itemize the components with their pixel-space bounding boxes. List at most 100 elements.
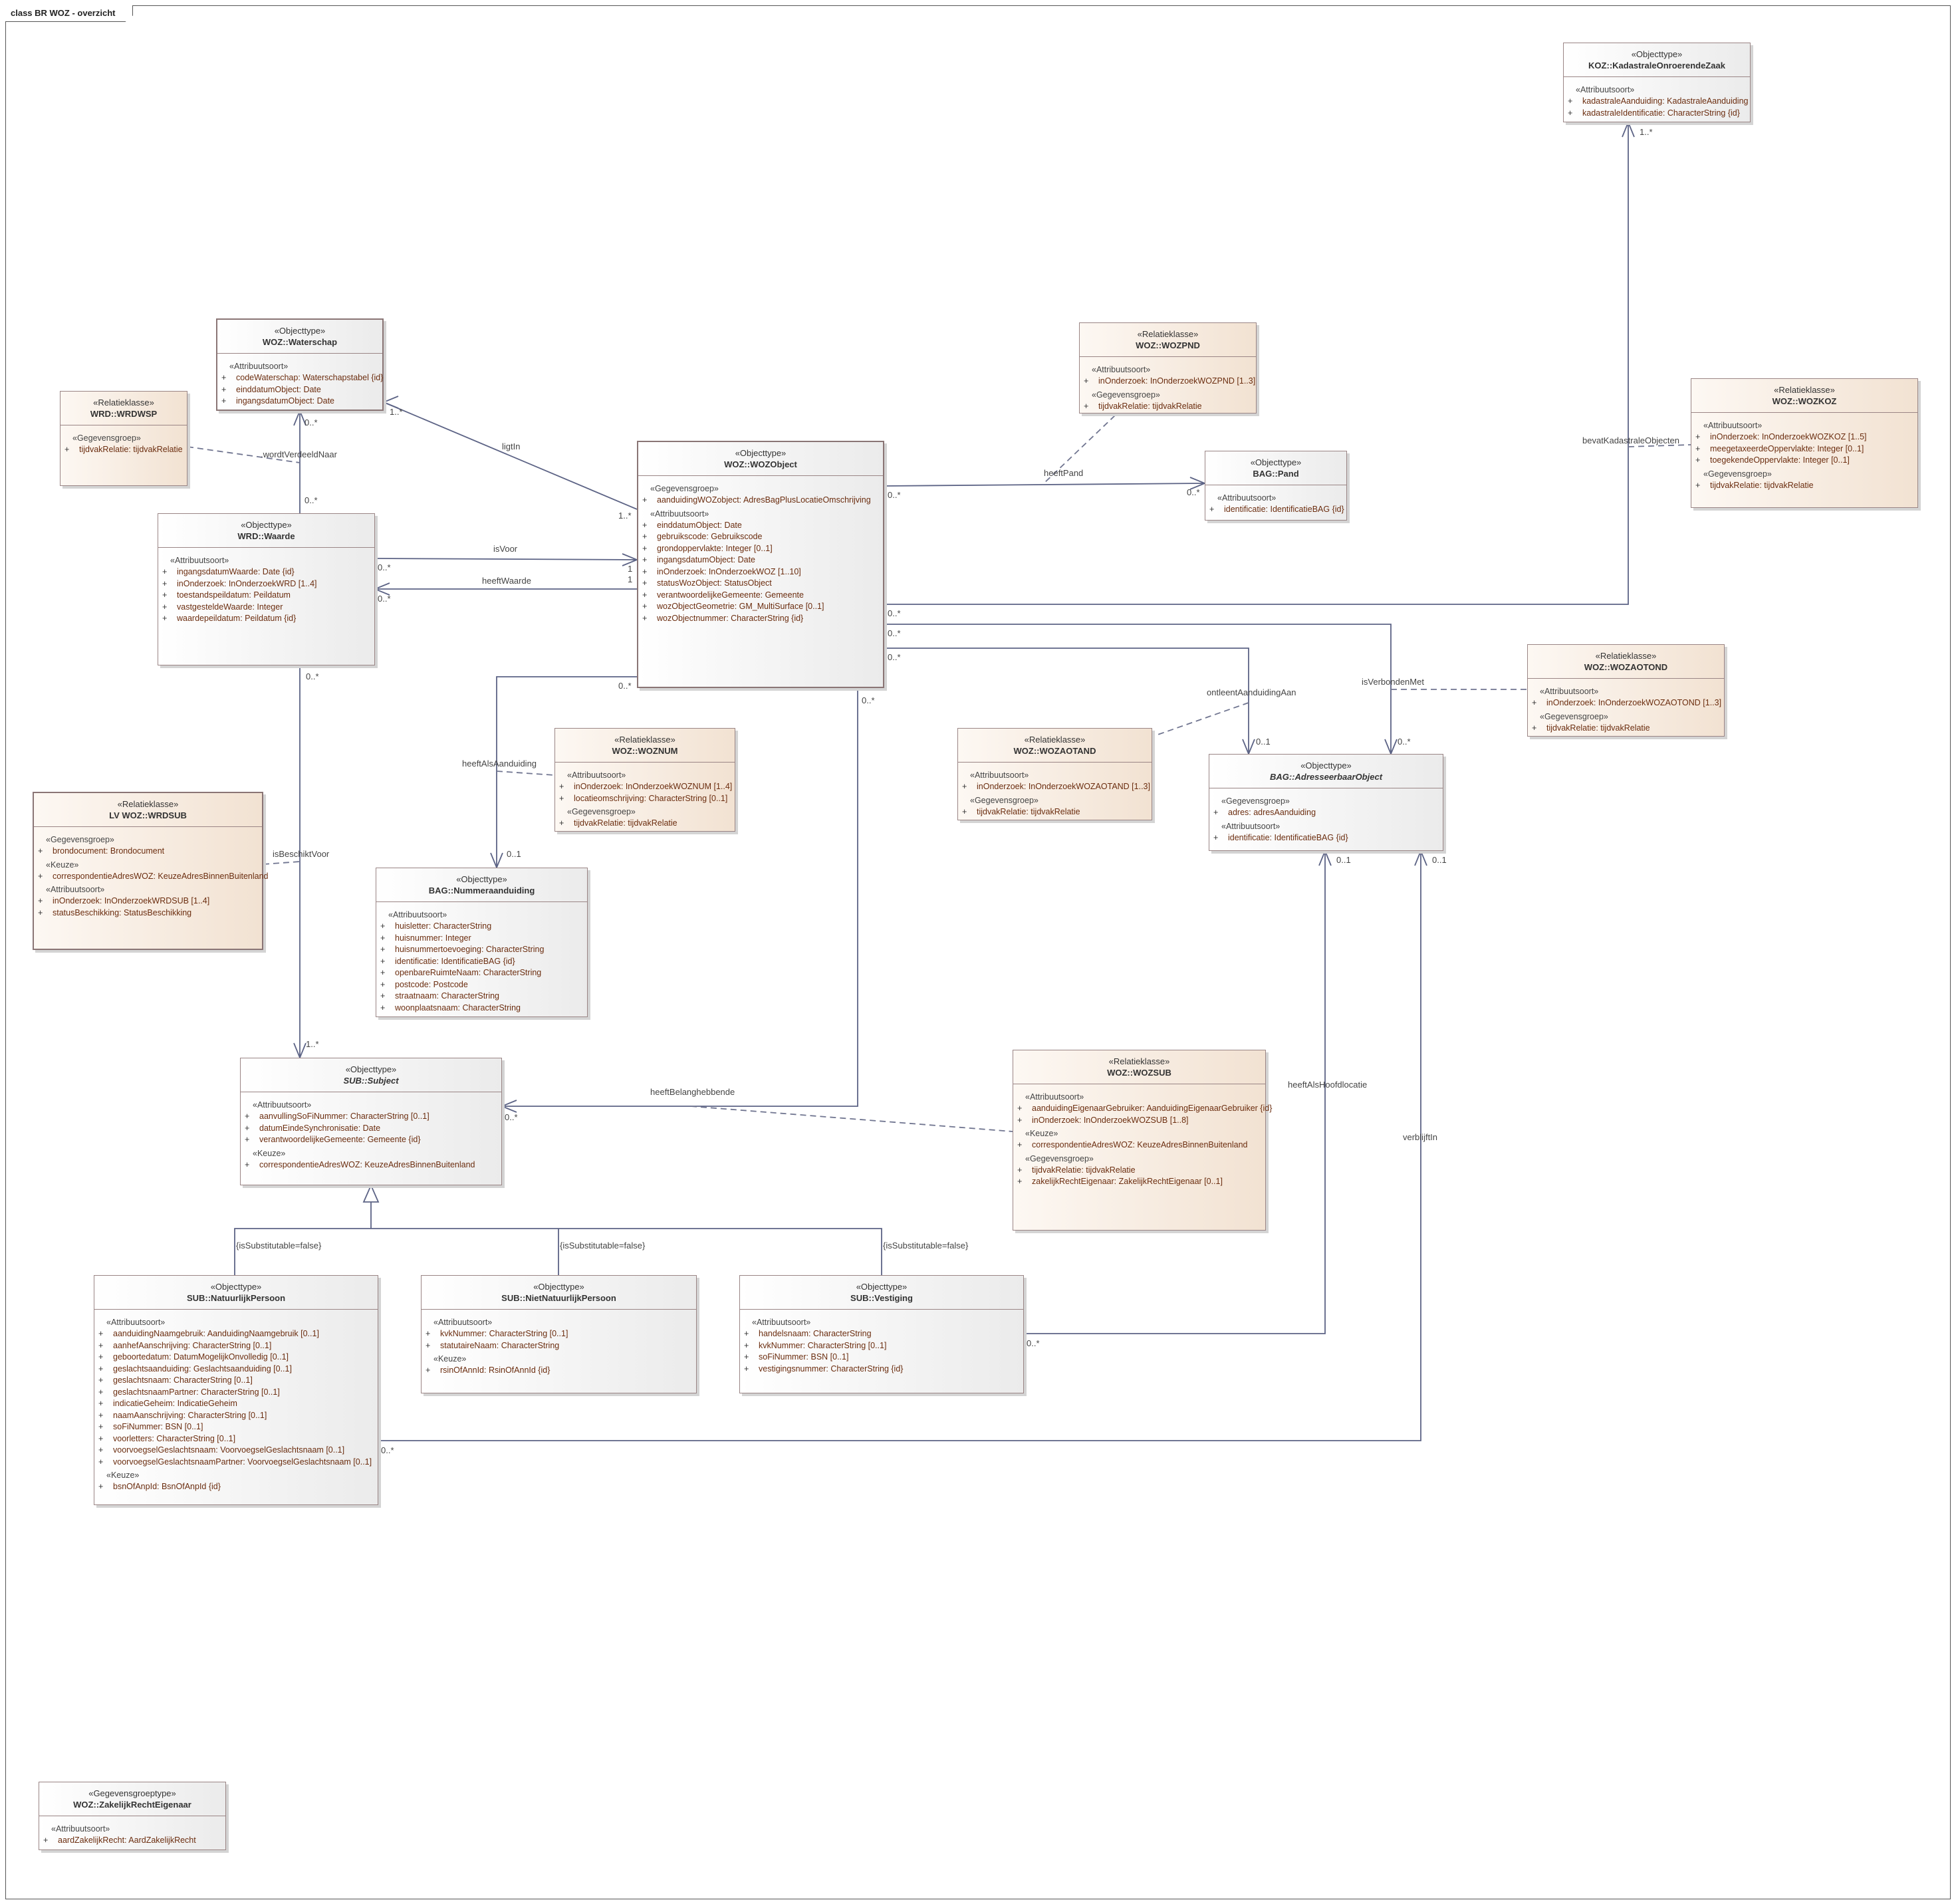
- public-visibility-icon: +: [221, 396, 227, 406]
- association-label: ontleentAanduidingAan: [1207, 687, 1296, 697]
- attribute-text: inOnderzoek: InOnderzoekWOZKOZ [1..5]: [1710, 432, 1867, 441]
- association-class-link[interactable]: [1152, 702, 1249, 737]
- class-stereotype: «Objecttype»: [274, 326, 326, 336]
- association-heeftBelanghebbende[interactable]: [502, 688, 858, 1107]
- class-box-zakelijkrecht[interactable]: «Gegevensgroeptype»WOZ::ZakelijkRechtEig…: [39, 1782, 226, 1850]
- section-stereotype: «Attribuutsoort»: [1576, 85, 1635, 94]
- class-box-woznum[interactable]: «Relatieklasse»WOZ::WOZNUM«Attribuutsoor…: [554, 728, 735, 832]
- attribute-row: +meegetaxeerdeOppervlakte: Integer [0..1…: [1695, 443, 1915, 455]
- attribute-text: vastgesteldeWaarde: Integer: [177, 602, 283, 612]
- attribute-row: +inOnderzoek: InOnderzoekWRD [1..4]: [162, 578, 372, 590]
- section-stereotype: «Gegevensgroep»: [46, 835, 114, 844]
- attribute-row: +tijdvakRelatie: tijdvakRelatie: [1084, 401, 1253, 413]
- multiplicity-label: 0..*: [618, 681, 632, 691]
- attribute-row: +statusBeschikking: StatusBeschikking: [38, 907, 259, 919]
- class-box-waarde[interactable]: «Objecttype»WRD::Waarde«Attribuutsoort»+…: [158, 513, 375, 665]
- attribute-text: kvkNummer: CharacterString [0..1]: [759, 1340, 887, 1350]
- attribute-text: aanvullingSoFiNummer: CharacterString [0…: [259, 1112, 429, 1121]
- association-ligtIn[interactable]: [383, 402, 638, 510]
- public-visibility-icon: +: [642, 495, 648, 505]
- association-isVoor[interactable]: [374, 558, 638, 560]
- class-attributes: «Attribuutsoort»+inOnderzoek: InOnderzoe…: [1691, 413, 1917, 494]
- association-class-link[interactable]: [263, 861, 301, 865]
- attribute-row: +handelsnaam: CharacterString: [744, 1328, 1021, 1340]
- attribute-row: +inOnderzoek: InOnderzoekWOZKOZ [1..5]: [1695, 431, 1915, 443]
- multiplicity-label: 0..*: [378, 562, 391, 572]
- class-attributes: «Attribuutsoort»+kadastraleAanduiding: K…: [1564, 77, 1750, 122]
- class-stereotype: «Objecttype»: [533, 1282, 584, 1292]
- association-label: isVoor: [493, 544, 518, 554]
- class-header: «Objecttype»BAG::AdresseerbaarObject: [1209, 755, 1443, 788]
- association-heeftAlsHoofdlocatie[interactable]: [1024, 851, 1326, 1334]
- attribute-row: +openbareRuimteNaam: CharacterString: [380, 967, 584, 979]
- public-visibility-icon: +: [1532, 723, 1537, 733]
- association-heeftAlsAanduiding[interactable]: [496, 676, 637, 868]
- association-verblijftIn[interactable]: [378, 851, 1421, 1441]
- class-box-nummeraanduiding[interactable]: «Objecttype»BAG::Nummeraanduiding«Attrib…: [376, 868, 588, 1017]
- attribute-text: toestandspeildatum: Peildatum: [177, 590, 291, 600]
- public-visibility-icon: +: [559, 818, 564, 828]
- public-visibility-icon: +: [559, 782, 564, 791]
- attribute-text: verantwoordelijkeGemeente: Gemeente: [657, 590, 804, 600]
- association-class-link[interactable]: [690, 1106, 1013, 1132]
- attribute-row: +tijdvakRelatie: tijdvakRelatie: [559, 818, 732, 830]
- public-visibility-icon: +: [1695, 455, 1701, 465]
- class-box-wozobject[interactable]: «Objecttype»WOZ::WOZObject«Gegevensgroep…: [637, 441, 884, 688]
- attribute-row: +vestigingsnummer: CharacterString {id}: [744, 1364, 1021, 1375]
- class-box-wozaotond[interactable]: «Relatieklasse»WOZ::WOZAOTOND«Attribuuts…: [1527, 644, 1725, 737]
- attribute-text: tijdvakRelatie: tijdvakRelatie: [977, 806, 1080, 816]
- attribute-text: tijdvakRelatie: tijdvakRelatie: [1098, 401, 1202, 411]
- class-box-wrdsub[interactable]: «Relatieklasse»LV WOZ::WRDSUB«Gegevensgr…: [33, 792, 269, 950]
- attribute-text: kvkNummer: CharacterString [0..1]: [440, 1329, 568, 1338]
- class-stereotype: «Objecttype»: [1250, 457, 1302, 467]
- section-stereotype: «Attribuutsoort»: [1025, 1092, 1084, 1102]
- attribute-text: correspondentieAdresWOZ: KeuzeAdresBinne…: [53, 871, 269, 881]
- section-stereotype: «Attribuutsoort»: [1217, 493, 1277, 503]
- attribute-text: postcode: Postcode: [395, 979, 468, 989]
- class-stereotype: «Objecttype»: [210, 1282, 262, 1292]
- attribute-row: +wozObjectnummer: CharacterString {id}: [642, 613, 880, 625]
- class-box-wrdwsp[interactable]: «Relatieklasse»WRD::WRDWSP«Gegevensgroep…: [60, 391, 187, 486]
- class-box-natuurlijkpersoon[interactable]: «Objecttype»SUB::NatuurlijkPersoon«Attri…: [94, 1275, 378, 1505]
- attribute-text: zakelijkRechtEigenaar: ZakelijkRechtEige…: [1032, 1177, 1223, 1186]
- class-box-wozpnd[interactable]: «Relatieklasse»WOZ::WOZPND«Attribuutsoor…: [1079, 322, 1257, 414]
- class-box-wozaotand[interactable]: «Relatieklasse»WOZ::WOZAOTAND«Attribuuts…: [957, 728, 1152, 820]
- multiplicity-label: 1..*: [306, 1039, 319, 1049]
- attribute-text: aanduidingEigenaarGebruiker: AanduidingE…: [1032, 1104, 1273, 1113]
- generalization-triangle-icon: [362, 1183, 380, 1203]
- association-class-link[interactable]: [187, 446, 301, 463]
- attribute-text: inOnderzoek: InOnderzoekWRD [1..4]: [177, 578, 317, 588]
- section-stereotype: «Gegevensgroep»: [1221, 796, 1290, 806]
- class-box-wozsub[interactable]: «Relatieklasse»WOZ::WOZSUB«Attribuutsoor…: [1013, 1050, 1272, 1231]
- association-label: heeftAlsAanduiding: [462, 759, 537, 769]
- class-box-pand[interactable]: «Objecttype»BAG::Pand«Attribuutsoort»+id…: [1205, 451, 1347, 521]
- arrowhead-icon: [293, 409, 306, 426]
- class-stereotype: «Gegevensgroeptype»: [88, 1788, 176, 1798]
- association-ontleentAanduidingAan[interactable]: [884, 648, 1249, 754]
- association-class-link[interactable]: [496, 771, 555, 776]
- association-class-link[interactable]: [1042, 415, 1116, 485]
- public-visibility-icon: +: [98, 1340, 104, 1350]
- class-name: BAG::Pand: [1253, 469, 1299, 479]
- attribute-row: +tijdvakRelatie: tijdvakRelatie: [1017, 1165, 1263, 1177]
- public-visibility-icon: +: [426, 1329, 431, 1338]
- class-attributes: «Attribuutsoort»+huisletter: CharacterSt…: [376, 902, 587, 1016]
- class-stereotype: «Objecttype»: [241, 520, 292, 530]
- section-stereotype: «Attribuutsoort»: [46, 885, 105, 894]
- attribute-text: tijdvakRelatie: tijdvakRelatie: [1710, 480, 1814, 490]
- class-box-nietnatuurlijkpersoon[interactable]: «Objecttype»SUB::NietNatuurlijkPersoon«A…: [421, 1275, 697, 1393]
- class-box-adresseerbaar[interactable]: «Objecttype»BAG::AdresseerbaarObject«Geg…: [1209, 754, 1443, 851]
- class-box-waterschap[interactable]: «Objecttype»WOZ::Waterschap«Attribuutsoo…: [216, 318, 384, 411]
- association-label: heeftPand: [1044, 468, 1084, 478]
- association-heeftPand[interactable]: [884, 483, 1205, 487]
- association-isVerbondenMet[interactable]: [884, 624, 1392, 754]
- association-class-link[interactable]: [1628, 444, 1691, 447]
- public-visibility-icon: +: [642, 555, 648, 564]
- class-box-vestiging[interactable]: «Objecttype»SUB::Vestiging«Attribuutsoor…: [739, 1275, 1024, 1393]
- class-name: WRD::WRDWSP: [90, 409, 158, 419]
- association-bevatKadastraleObjecten[interactable]: [884, 122, 1629, 605]
- class-header: «Relatieklasse»WOZ::WOZSUB: [1013, 1050, 1265, 1084]
- class-box-koz[interactable]: «Objecttype»KOZ::KadastraleOnroerendeZaa…: [1563, 43, 1751, 122]
- class-box-subject[interactable]: «Objecttype»SUB::Subject«Attribuutsoort»…: [240, 1058, 502, 1185]
- class-box-wozkoz[interactable]: «Relatieklasse»WOZ::WOZKOZ«Attribuutsoor…: [1691, 378, 1918, 508]
